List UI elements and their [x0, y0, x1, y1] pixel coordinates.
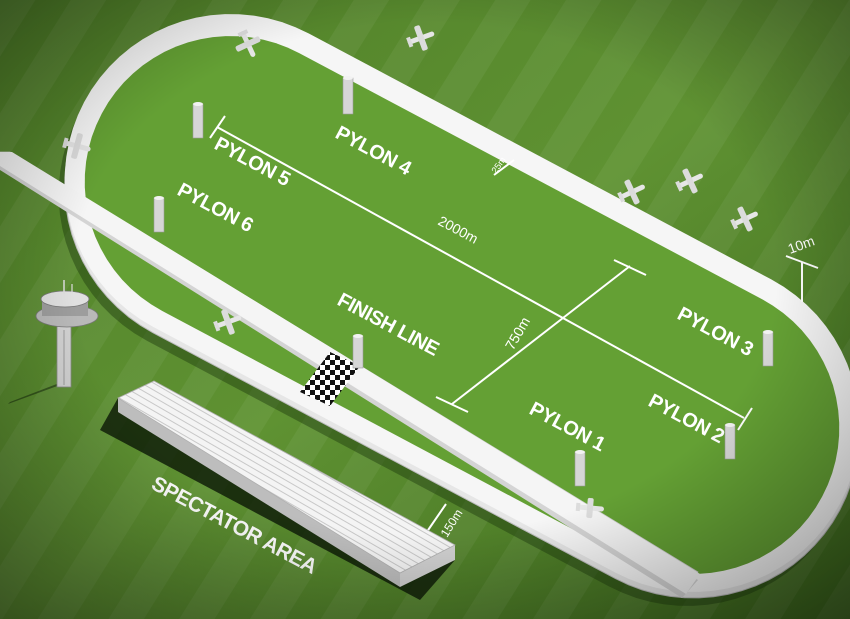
pylon-5-marker [192, 102, 204, 139]
pylon-1-marker [574, 450, 586, 487]
pylon-3-marker [762, 330, 774, 367]
finish-line-pylon [352, 334, 364, 369]
pylon-6-marker [153, 196, 165, 233]
pylon-4-marker [342, 76, 354, 115]
